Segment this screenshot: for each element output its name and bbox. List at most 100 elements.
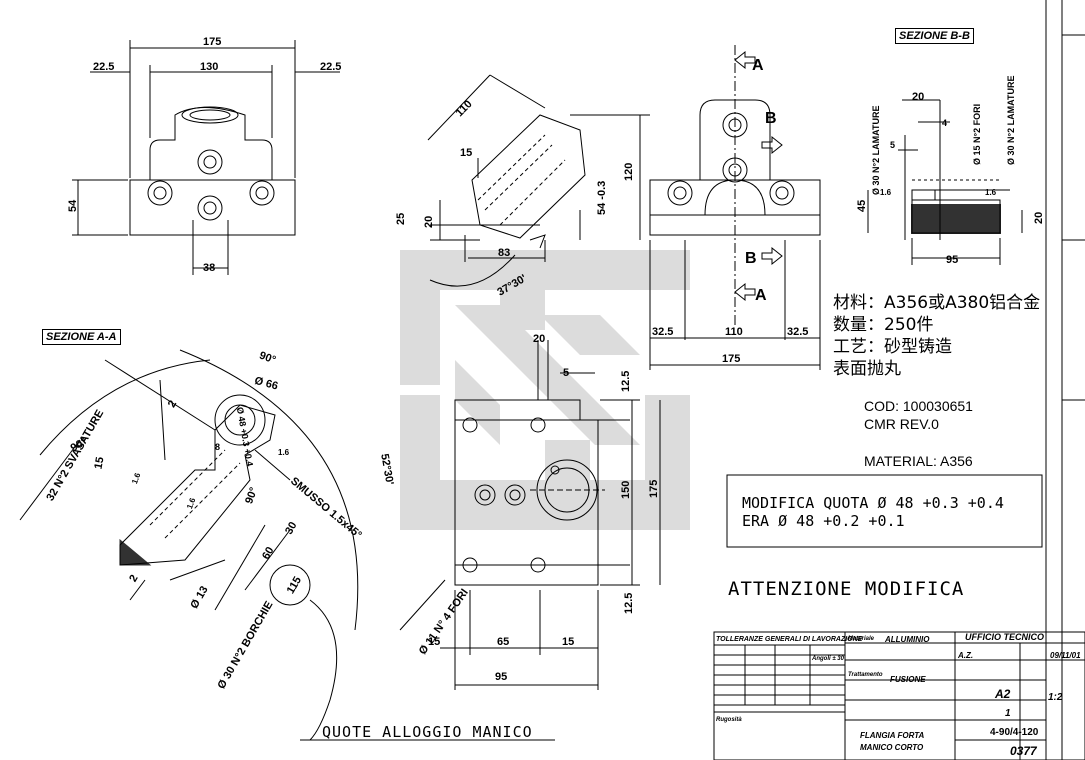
- top-view: [72, 40, 340, 275]
- dim-aa-smusso: SMUSSO 1.5x45°: [288, 475, 364, 541]
- finish-note: 表面抛丸: [833, 359, 901, 379]
- dim-aa-borchie: Ø 30 N°2 BORCHIE: [216, 599, 276, 691]
- dim-bb-45: 45: [856, 200, 868, 212]
- tb-scale-value: 1:2: [1048, 692, 1063, 703]
- tb-tolerances-title: TOLLERANZE GENERALI DI LAVORAZIONE: [716, 636, 863, 643]
- modification-box: [726, 474, 1043, 548]
- dim-angled-20: 20: [423, 216, 435, 228]
- dim-aa-90-top: 90°: [258, 350, 278, 367]
- dim-aa-d48: Ø 48 +0.3 +0.4: [235, 406, 255, 467]
- dim-bb-20: 20: [912, 91, 924, 103]
- material-note: 材料：A356或A380铝合金: [833, 293, 1041, 313]
- dim-aa-1-6-c: 1.6: [278, 448, 290, 457]
- tb-finish-key: Rugosità: [716, 717, 742, 723]
- dim-top-175: 175: [203, 36, 221, 48]
- cod-text: COD: 100030651: [864, 398, 973, 414]
- section-bb-label: SEZIONE B-B: [895, 28, 974, 44]
- dim-bottom-5: 5: [563, 367, 569, 379]
- dim-aa-d66: Ø 66: [253, 375, 279, 393]
- dim-aa-52-30: 52°30': [378, 453, 395, 486]
- tb-sheet-value: 1: [1005, 708, 1011, 719]
- tb-material-key: Materiale: [848, 636, 875, 642]
- dim-bb-20-right: 20: [1033, 212, 1045, 224]
- dim-aa-8: 8: [215, 442, 220, 452]
- tb-format-value: A2: [994, 687, 1011, 701]
- dim-top-54: 54: [67, 199, 79, 212]
- cmr-text: CMR REV.0: [864, 416, 939, 432]
- side-view: [649, 45, 821, 370]
- dim-bb-1-6-left: 1.6: [880, 188, 892, 197]
- dim-bottom-150: 150: [620, 481, 632, 499]
- tb-designer-value: A.Z.: [957, 651, 973, 660]
- dim-top-130: 130: [200, 61, 218, 73]
- dim-angled-15: 15: [460, 147, 472, 159]
- dim-side-110: 110: [725, 326, 743, 338]
- process-note: 工艺：砂型铸造: [833, 337, 952, 357]
- dim-top-38: 38: [203, 262, 215, 274]
- dim-bb-4: 4: [942, 118, 947, 128]
- dim-side-32-5-right: 32.5: [787, 326, 808, 338]
- section-mark-a-bottom: A: [755, 287, 767, 304]
- dim-bottom-65: 65: [497, 636, 509, 648]
- dim-aa-15: 15: [93, 456, 107, 470]
- dim-angled-110: 110: [454, 98, 475, 119]
- dim-bottom-20: 20: [533, 333, 545, 345]
- dim-angled-25: 25: [395, 213, 407, 225]
- dim-bb-lamature-right: Ø 30 N°2 LAMATURE: [1006, 76, 1016, 165]
- dim-aa-30: 30: [283, 520, 300, 537]
- title-block-frame: [713, 615, 1085, 760]
- angled-view: [427, 74, 650, 287]
- material-en-text: MATERIAL: A356: [864, 453, 973, 469]
- dim-aa-2-bottom: 2: [127, 573, 140, 584]
- dim-aa-svasature: 32 N°2 SVASATURE: [44, 408, 106, 503]
- dim-bottom-95: 95: [495, 671, 507, 683]
- section-aa-label: SEZIONE A-A: [42, 329, 121, 345]
- section-mark-b-top: B: [765, 110, 777, 127]
- dim-aa-1-6-a: 1.6: [130, 471, 142, 485]
- quantity-note: 数量：250件: [833, 315, 934, 335]
- dim-bottom-15-left: 15: [428, 636, 440, 648]
- dim-bottom-12-5-bottom: 12.5: [623, 593, 635, 614]
- tb-office: UFFICIO TECNICO: [965, 632, 1044, 642]
- dim-top-22-5-right: 22.5: [320, 61, 341, 73]
- dim-top-22-5-left: 22.5: [93, 61, 114, 73]
- dim-bottom-12-5-top: 12.5: [620, 371, 632, 392]
- tb-code: 0377: [1010, 744, 1038, 758]
- modification-line2: ERA Ø 48 +0.2 +0.1: [742, 512, 905, 530]
- dim-bb-fori: Ø 15 N°2 FORI: [972, 104, 982, 165]
- dim-side-32-5-left: 32.5: [652, 326, 673, 338]
- tb-treatment-key: Trattamento: [848, 672, 883, 678]
- dim-bb-1-6-right: 1.6: [985, 188, 997, 197]
- dim-aa-1-6-b: 1.6: [185, 496, 197, 510]
- section-mark-a-top: A: [752, 57, 764, 74]
- tb-material-value: ALLUMINIO: [884, 635, 930, 644]
- tb-date-value: 09/11/01: [1050, 651, 1081, 660]
- dim-bb-95: 95: [946, 254, 958, 266]
- section-bb-hatch: [911, 204, 1001, 234]
- handle-note: QUOTE ALLOGGIO MANICO: [322, 723, 533, 741]
- tb-drawing-no: 4-90/4-120: [990, 727, 1039, 738]
- dim-side-175: 175: [722, 353, 740, 365]
- dim-angled-120: 120: [623, 163, 635, 181]
- dim-aa-115: 115: [285, 575, 304, 596]
- dim-bb-lamature-left: Ø 30 N°2 LAMATURE: [871, 106, 881, 195]
- section-mark-b-bottom: B: [745, 250, 757, 267]
- dim-aa-2-top: 2: [166, 398, 179, 409]
- tb-desc1: FLANGIA FORTA: [860, 731, 925, 740]
- dim-aa-90-bottom: 90°: [243, 486, 260, 506]
- tb-treatment-value: FUSIONE: [890, 675, 926, 684]
- dim-aa-d13: Ø 13: [188, 584, 210, 611]
- dim-bottom-fori: Ø 11 N° 4 FORI: [417, 587, 471, 657]
- warning-text: ATTENZIONE MODIFICA: [728, 578, 965, 600]
- dim-bottom-175: 175: [648, 480, 660, 498]
- bottom-view: [399, 340, 661, 690]
- tb-angles: Angoli ± 30': [811, 656, 846, 662]
- dim-bottom-15-right: 15: [562, 636, 574, 648]
- section-aa-view: [19, 349, 555, 741]
- modification-line1: MODIFICA QUOTA Ø 48 +0.3 +0.4: [742, 494, 1004, 512]
- dim-aa-60: 60: [260, 545, 277, 562]
- dim-angled-54: 54 -0.3: [596, 181, 608, 215]
- tb-desc2: MANICO CORTO: [860, 743, 924, 752]
